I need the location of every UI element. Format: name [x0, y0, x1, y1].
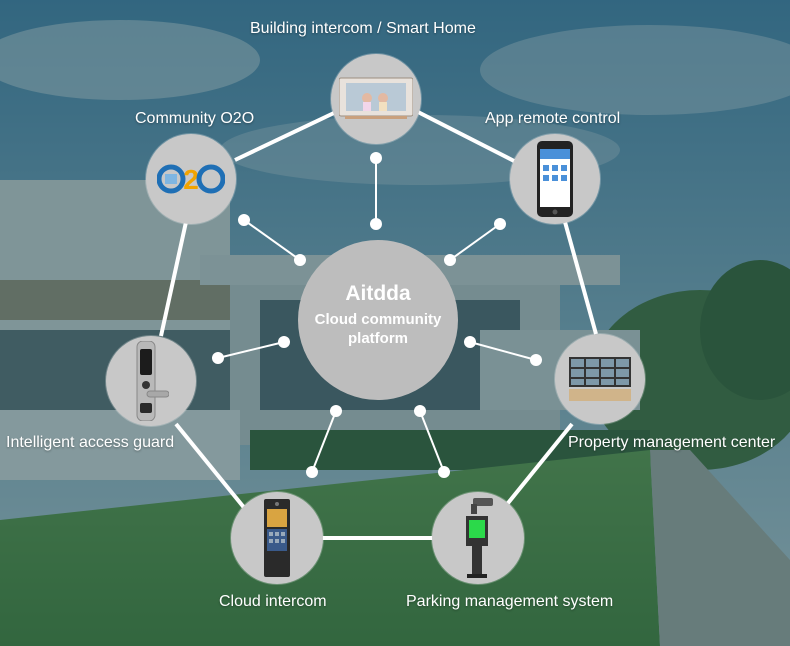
ring-link-app-property [563, 221, 598, 335]
node-app-remote [510, 134, 600, 224]
label-building-intercom: Building intercom / Smart Home [250, 20, 476, 37]
surveillance-monitor-wall-icon [569, 357, 631, 401]
parking-barrier-terminal-icon [466, 498, 493, 578]
label-community-o2o: Community O2O [135, 110, 255, 127]
label-app-remote: App remote control [485, 110, 621, 127]
node-parking [432, 492, 524, 584]
center-hub: Aitdda Cloud community platform [298, 240, 458, 400]
indoor-monitor-icon [339, 77, 413, 119]
ring-link-building-app [417, 110, 517, 164]
node-access-guard [106, 336, 196, 426]
spoke-guard [217, 341, 285, 359]
ring-link-cloud-guard [174, 422, 248, 512]
ring-link-guard-o2o [159, 221, 188, 337]
door-intercom-panel-icon [264, 499, 290, 577]
svg-text:2: 2 [183, 164, 199, 195]
smartphone-app-icon [537, 141, 573, 217]
ring-link-o2o-building [234, 110, 337, 162]
center-title: Aitdda [345, 282, 411, 305]
ring-link-property-parking [502, 422, 574, 510]
spoke-app [449, 223, 501, 261]
node-cloud-intercom [231, 492, 323, 584]
o2o-logo-icon: 2 [157, 164, 225, 195]
node-building-intercom [331, 54, 421, 144]
spoke-cloud [311, 410, 337, 473]
smart-lock-icon [136, 341, 169, 421]
label-parking: Parking management system [406, 593, 614, 610]
spoke-property [469, 341, 537, 361]
center-subtitle: Cloud community platform [314, 311, 442, 347]
label-property-center: Property management center [568, 434, 776, 451]
node-property-center [555, 334, 645, 424]
spoke-o2o [243, 219, 301, 261]
label-access-guard: Intelligent access guard [6, 434, 175, 451]
label-cloud-intercom: Cloud intercom [219, 593, 327, 610]
node-community-o2o: 2 [146, 134, 236, 224]
spoke-parking [419, 410, 445, 473]
